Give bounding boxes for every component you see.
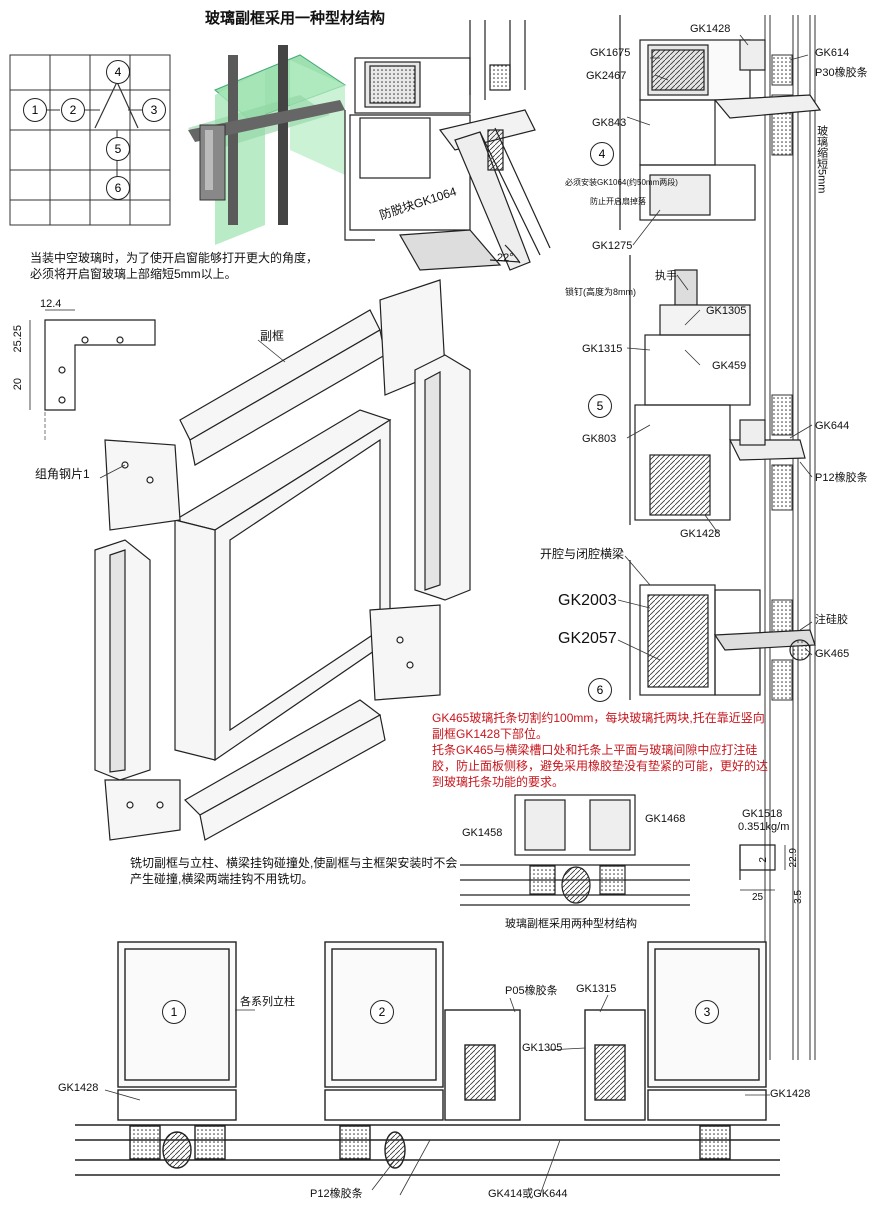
label-gk1275: GK1275: [592, 240, 633, 252]
label-subframe: 副框: [260, 329, 285, 343]
grid-number-2: 2: [61, 98, 85, 122]
section-5-profile: [629, 255, 806, 525]
label-gk2003: GK2003: [558, 592, 617, 609]
dim-20: 20: [12, 378, 24, 391]
label-handle: 执手: [655, 270, 677, 282]
bottom-number-1: 1: [162, 1000, 186, 1024]
label-gk1305-bottom: GK1305: [522, 1042, 563, 1054]
label-glass-shortened: 玻璃缩短5mm: [815, 125, 828, 194]
section-number-4: 4: [590, 142, 614, 166]
note-install-gk1064: 必须安装GK1064(约50mm两段): [565, 178, 678, 187]
gk1518-profile: [739, 844, 786, 891]
curtain-wall-3d: [188, 45, 347, 245]
label-gk1305-mid: GK1305: [706, 305, 747, 317]
label-gk1315-mid: GK1315: [582, 343, 623, 355]
label-gk1518: GK1518: [742, 808, 783, 820]
grid-number-6: 6: [106, 176, 130, 200]
page-title: 玻璃副框采用一种型材结构: [205, 10, 386, 27]
section-4-profile: [619, 15, 822, 230]
label-gk465: GK465: [815, 648, 850, 660]
label-p30: P30橡胶条: [815, 67, 868, 79]
grid-number-4: 4: [106, 60, 130, 84]
grid-number-5: 5: [106, 137, 130, 161]
label-gk1518-weight: 0.351kg/m: [738, 821, 790, 833]
label-p12-bottom: P12橡胶条: [310, 1188, 363, 1200]
label-gk2057: GK2057: [558, 630, 617, 647]
corner-steel-plate: [29, 309, 156, 440]
label-gk1428-top: GK1428: [690, 23, 731, 35]
label-gk644: GK644: [815, 420, 850, 432]
section-6-profile: [629, 560, 816, 700]
label-mullion-series: 各系列立柱: [240, 996, 295, 1008]
label-gk1315-bottom: GK1315: [576, 983, 617, 995]
label-p12-mid: P12橡胶条: [815, 472, 868, 484]
label-gk1428-mid: GK1428: [680, 528, 721, 540]
mid-section-two-profiles: [460, 794, 690, 906]
label-gk1428-bottom-left: GK1428: [58, 1082, 99, 1094]
red-note-silicone: 托条GK465与横梁槽口处和托条上平面与玻璃间隙中应打注硅胶，防止面板侧移，避免…: [432, 743, 769, 790]
label-gk2467: GK2467: [586, 70, 627, 82]
label-gk614: GK614: [815, 47, 850, 59]
right-glass-column: [764, 15, 816, 1060]
dim-25-25: 25.25: [12, 325, 24, 353]
label-gk1675: GK1675: [590, 47, 631, 59]
exploded-subframe: [94, 279, 471, 841]
label-angle: 22°: [497, 252, 514, 264]
label-lock-nail: 锁钉(高度为8mm): [565, 287, 636, 297]
note-prevent-fall: 防止开启扇掉落: [590, 197, 646, 206]
label-gk1468: GK1468: [645, 813, 686, 825]
label-silicone: 注硅胶: [815, 614, 848, 626]
section-number-6: 6: [588, 678, 612, 702]
leader-lines: [99, 34, 813, 1196]
dim-gk1518-3-5: 3.5: [793, 890, 804, 904]
caption-two-profiles: 玻璃副框采用两种型材结构: [505, 918, 637, 930]
bottom-number-2: 2: [370, 1000, 394, 1024]
label-gk414-gk644: GK414或GK644: [488, 1188, 568, 1200]
label-gk843: GK843: [592, 117, 627, 129]
dim-gk1518-25: 25: [752, 892, 764, 903]
label-p05: P05橡胶条: [505, 985, 558, 997]
facade-grid: [9, 54, 171, 226]
label-beam-type: 开腔与闭腔横梁: [540, 547, 625, 561]
note-milling: 铣切副框与立柱、横梁挂钩碰撞处,使副框与主框架安装时不会产生碰撞,横梁两端挂钩不…: [130, 856, 458, 887]
grid-number-3: 3: [142, 98, 166, 122]
label-corner-plate: 组角钢片1: [35, 467, 90, 481]
bottom-sections: [75, 941, 780, 1176]
label-gk1458: GK1458: [462, 827, 503, 839]
section-number-5: 5: [588, 394, 612, 418]
label-gk1428-bottom-right: GK1428: [770, 1088, 811, 1100]
label-gk459: GK459: [712, 360, 747, 372]
open-window-section: [344, 20, 551, 271]
dim-12-4: 12.4: [40, 298, 62, 310]
label-gk803: GK803: [582, 433, 617, 445]
note-hollow-glass: 当装中空玻璃时，为了使开启窗能够打开更大的角度，必须将开启窗玻璃上部缩短5mm以…: [30, 251, 319, 282]
dim-gk1518-22-9: 22.9: [788, 848, 799, 868]
dim-gk1518-2: 2: [758, 857, 769, 863]
grid-number-1: 1: [23, 98, 47, 122]
red-note-glass-support: GK465玻璃托条切割约100mm，每块玻璃托两块,托在靠近竖向副框GK1428…: [432, 711, 765, 742]
bottom-number-3: 3: [695, 1000, 719, 1024]
